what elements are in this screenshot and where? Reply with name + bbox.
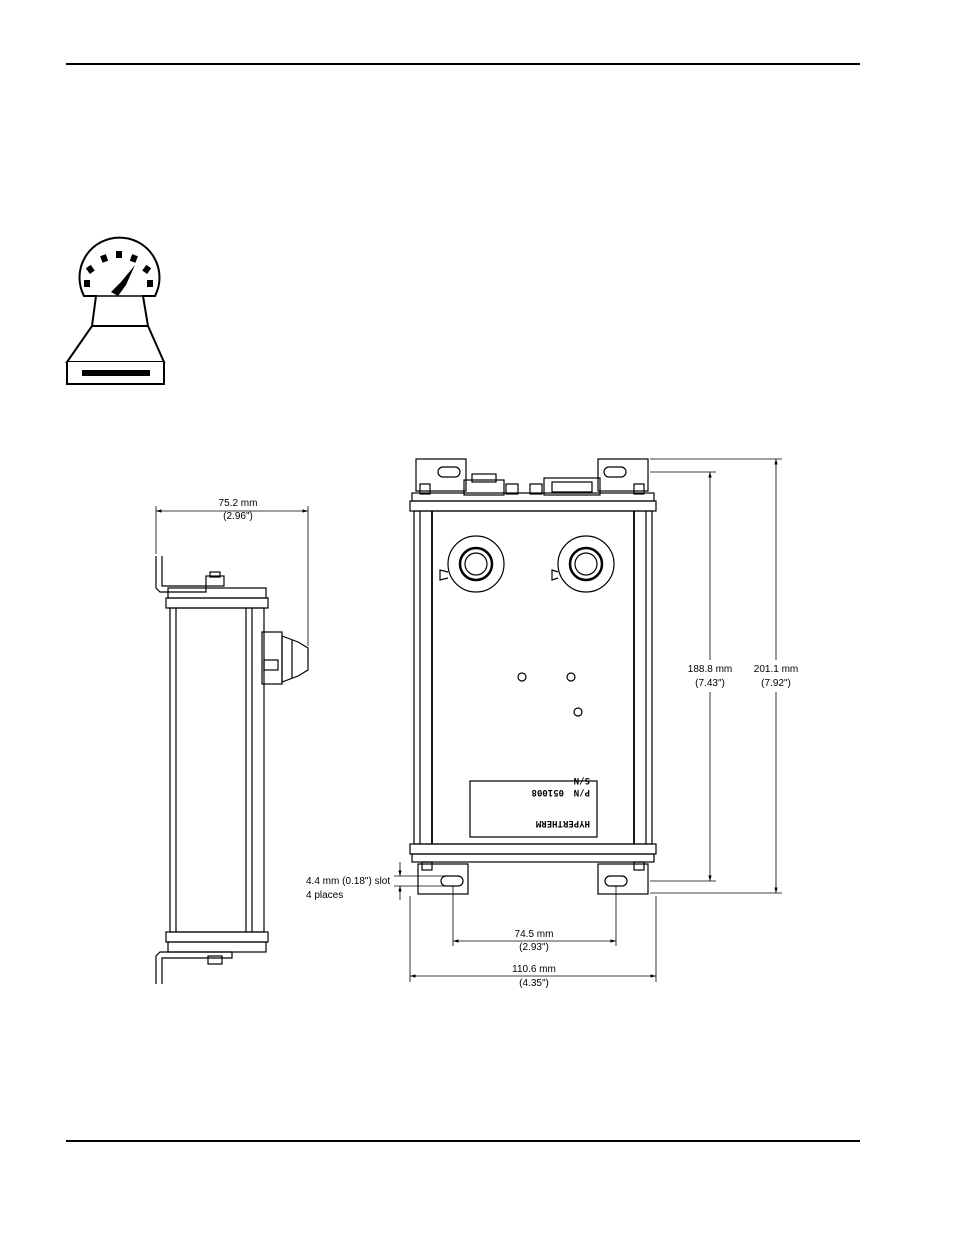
slot-spacing-in: (2.93")	[519, 942, 549, 953]
side-view	[155, 556, 309, 984]
label-plate	[469, 780, 598, 838]
top-connector-left	[463, 479, 505, 496]
fitting-right	[551, 535, 615, 593]
top-left-mounting-tab	[415, 458, 467, 492]
side-bottom-flange	[165, 931, 269, 943]
header-rule	[66, 63, 860, 65]
hole	[566, 672, 576, 682]
overall-height-in: (7.92")	[761, 678, 791, 689]
pressure-gauge-scale-icon	[65, 236, 166, 385]
bottom-right-mounting-tab	[597, 863, 649, 895]
label-pn-prefix: P/N	[574, 787, 590, 797]
overall-width-mm: 110.6 mm	[512, 964, 556, 975]
dimension-lines	[155, 458, 782, 982]
fitting-left	[439, 535, 505, 593]
side-top-bracket	[155, 556, 207, 593]
label-brand: HYPERTHERM	[535, 818, 590, 828]
inner-height-mm: 188.8 mm	[688, 664, 732, 675]
front-view	[409, 458, 657, 895]
side-top-fitting	[205, 575, 225, 587]
top-right-mounting-tab	[597, 458, 649, 492]
slot-spacing-mm: 74.5 mm	[515, 929, 554, 940]
side-width-mm: 75.2 mm	[219, 498, 258, 509]
footer-rule	[66, 1140, 860, 1142]
label-plate-text: HYPERTHERM P/N 051008 S/N	[531, 775, 590, 828]
side-top-flange	[167, 587, 267, 599]
side-bottom-bracket	[155, 951, 233, 984]
hole	[573, 707, 583, 717]
bottom-flange	[409, 843, 657, 855]
side-connector	[261, 631, 283, 685]
overall-width-in: (4.35")	[519, 978, 549, 989]
bottom-left-mounting-tab	[417, 863, 469, 895]
label-pn-value: 051008	[531, 787, 564, 797]
label-sn-prefix: S/N	[574, 775, 590, 785]
overall-height-mm: 201.1 mm	[754, 664, 798, 675]
slot-count: 4 places	[306, 890, 343, 901]
top-connector-right	[543, 477, 601, 496]
hole	[517, 672, 527, 682]
side-width-in: (2.96")	[223, 511, 253, 522]
side-body	[169, 607, 265, 933]
slot-size: 4.4 mm (0.18") slot	[306, 876, 390, 887]
inner-height-in: (7.43")	[695, 678, 725, 689]
